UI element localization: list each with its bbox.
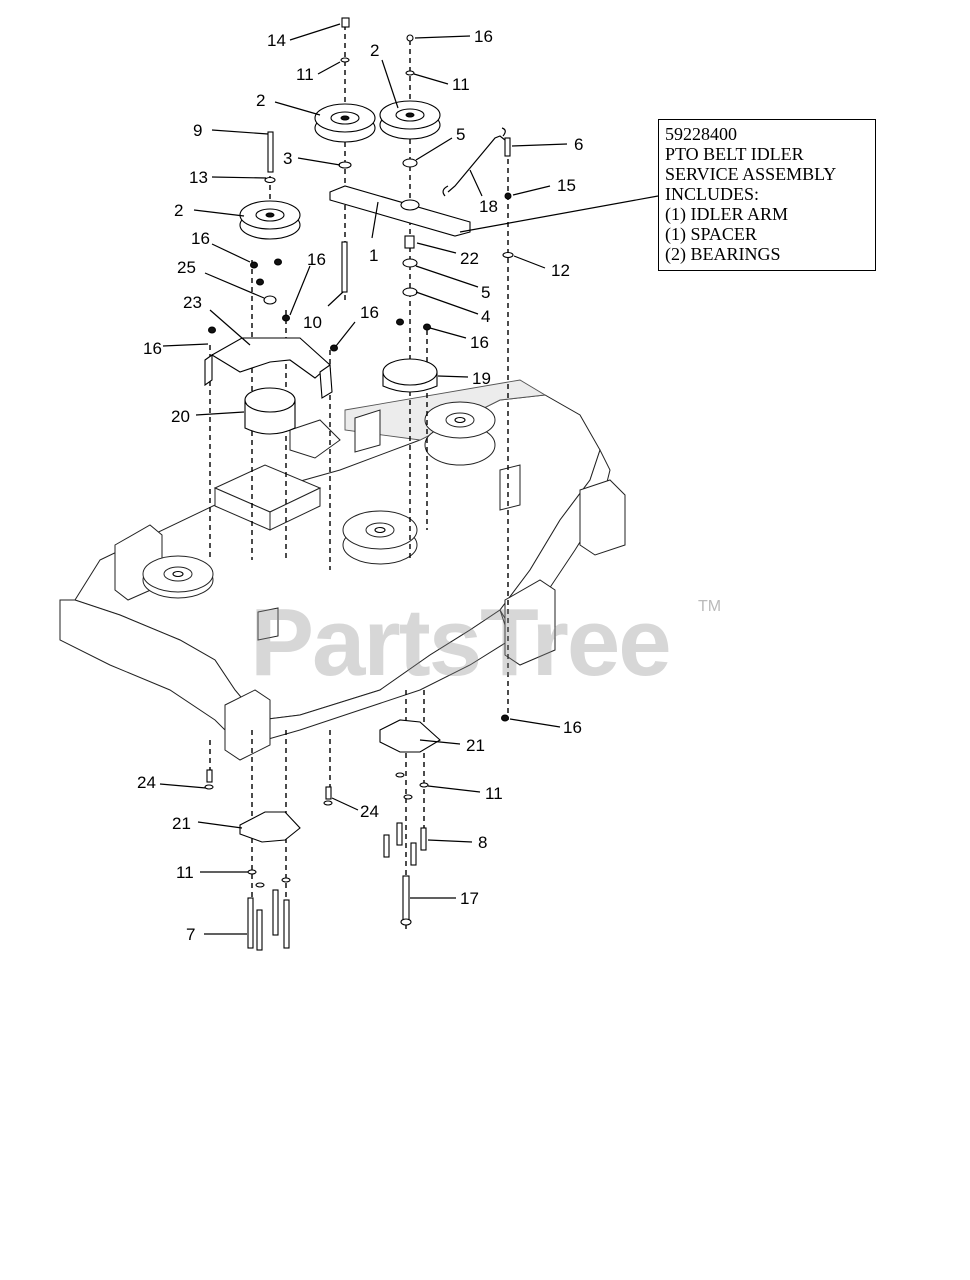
- callout-1: 1: [369, 246, 378, 265]
- callout-11: 11: [176, 863, 194, 882]
- leader-lines: [159, 23, 659, 935]
- callout-25: 25: [177, 258, 196, 277]
- parts: [204, 17, 514, 951]
- callout-labels: 14 16 11 11 2 2 9 3 5 6 13 15 18 2 1 16 …: [137, 27, 583, 944]
- callout-18: 18: [479, 197, 498, 216]
- callout-22: 22: [460, 249, 479, 268]
- callout-16: 16: [143, 339, 162, 358]
- callout-16: 16: [191, 229, 210, 248]
- note-line: (1) IDLER ARM: [665, 204, 788, 224]
- service-assembly-note: 59228400 PTO BELT IDLER SERVICE ASSEMBLY…: [658, 119, 876, 271]
- callout-5: 5: [481, 283, 490, 302]
- callout-6: 6: [574, 135, 583, 154]
- callout-7: 7: [186, 925, 195, 944]
- note-line: SERVICE ASSEMBLY: [665, 164, 837, 184]
- callout-13: 13: [189, 168, 208, 187]
- callout-12: 12: [551, 261, 570, 280]
- callout-21: 21: [172, 814, 191, 833]
- callout-16: 16: [563, 718, 582, 737]
- callout-2: 2: [256, 91, 265, 110]
- watermark-tm: TM: [698, 598, 722, 615]
- callout-10: 10: [303, 313, 322, 332]
- callout-4: 4: [481, 307, 490, 326]
- callout-3: 3: [283, 149, 292, 168]
- note-line: (2) BEARINGS: [665, 244, 781, 264]
- note-part-number: 59228400: [665, 124, 737, 144]
- callout-23: 23: [183, 293, 202, 312]
- callout-11: 11: [296, 65, 314, 84]
- callout-15: 15: [557, 176, 576, 195]
- mower-deck: [59, 379, 626, 761]
- callout-8: 8: [478, 833, 487, 852]
- callout-24: 24: [360, 802, 379, 821]
- callout-20: 20: [171, 407, 190, 426]
- callout-16: 16: [470, 333, 489, 352]
- callout-2: 2: [370, 41, 379, 60]
- callout-11: 11: [485, 784, 503, 803]
- callout-21: 21: [466, 736, 485, 755]
- callout-24: 24: [137, 773, 156, 792]
- callout-9: 9: [193, 121, 202, 140]
- callout-16: 16: [474, 27, 493, 46]
- note-line: INCLUDES:: [665, 184, 759, 204]
- callout-2: 2: [174, 201, 183, 220]
- callout-16: 16: [360, 303, 379, 322]
- callout-11: 11: [452, 75, 470, 94]
- callout-5: 5: [456, 125, 465, 144]
- note-line: PTO BELT IDLER: [665, 144, 804, 164]
- callout-17: 17: [460, 889, 479, 908]
- callout-19: 19: [472, 369, 491, 388]
- note-line: (1) SPACER: [665, 224, 757, 244]
- callout-16: 16: [307, 250, 326, 269]
- callout-14: 14: [267, 31, 286, 50]
